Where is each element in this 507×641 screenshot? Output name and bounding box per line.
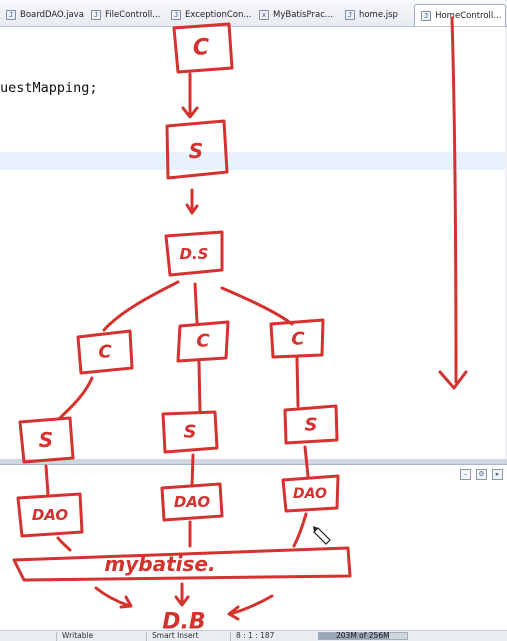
arrow-mybatis-db-right <box>227 594 274 621</box>
minimize-icon[interactable]: – <box>460 469 471 480</box>
console-panel: – ⚙ ▸ <box>0 464 507 631</box>
status-separator <box>230 632 231 641</box>
arrow-s-to-ds <box>185 188 199 215</box>
status-bar: Writable Smart Insert 8 : 1 : 187 203M o… <box>0 630 507 641</box>
controller-box-right <box>269 318 325 359</box>
panel-splitter[interactable] <box>0 459 507 464</box>
link-left-c-s <box>58 376 94 420</box>
arrow-mybatis-db-middle <box>174 582 190 607</box>
service-label-left: S <box>39 428 53 452</box>
tab-filecontroller[interactable]: J FileControll... <box>85 4 164 26</box>
status-writable: Writable <box>62 631 94 640</box>
code-line: uestMapping; <box>0 80 98 96</box>
link-middle-c-s <box>197 360 202 414</box>
top-service-label: S <box>189 139 203 163</box>
jsp-file-icon: J <box>344 10 355 20</box>
xml-file-icon: x <box>259 10 269 20</box>
tab-boarddao[interactable]: J BoardDAO.java <box>0 4 84 26</box>
arrow-mybatis-db-left <box>94 586 133 609</box>
service-label-middle: S <box>184 422 197 443</box>
settings-icon[interactable]: ⚙ <box>476 469 487 480</box>
run-icon[interactable]: ▸ <box>492 469 503 480</box>
status-insert-mode: Smart Insert <box>152 631 199 640</box>
top-controller-label: C <box>193 36 209 61</box>
top-controller-box <box>172 22 234 74</box>
tab-label: MyBatisPrac... <box>273 10 333 20</box>
mybatis-box <box>12 546 352 582</box>
branch-line-left <box>102 280 180 332</box>
java-file-icon: J <box>90 10 101 20</box>
tab-label: BoardDAO.java <box>20 10 84 20</box>
service-box-right <box>283 404 339 445</box>
tab-mybatispractice[interactable]: x MyBatisPrac... <box>253 4 338 26</box>
java-file-icon: J <box>171 10 182 20</box>
tab-homecontroller[interactable]: J HomeControll... <box>414 4 506 26</box>
current-line-highlight <box>0 152 507 170</box>
link-left-dao-mybatis <box>56 536 72 552</box>
controller-label-left: C <box>98 342 112 363</box>
heap-fill <box>319 633 389 639</box>
long-down-arrow <box>438 16 468 390</box>
link-right-c-s <box>295 356 300 408</box>
pen-cursor-icon <box>313 526 331 545</box>
branch-line-middle <box>193 282 199 324</box>
editor-tab-bar: J BoardDAO.java J FileControll... J Exce… <box>0 0 507 27</box>
mybatis-label: mybatise. <box>104 552 215 576</box>
dao-box-middle <box>160 482 224 522</box>
controller-box-middle <box>176 320 230 363</box>
annotation-strokes <box>12 16 468 621</box>
dao-label-left: DAO <box>32 506 69 524</box>
controller-box-left <box>76 329 134 375</box>
status-separator <box>146 632 147 641</box>
link-middle-s-dao <box>190 453 195 488</box>
link-right-s-dao <box>303 445 310 478</box>
java-file-icon: J <box>6 10 16 20</box>
dao-box-left <box>16 492 84 538</box>
service-box-middle <box>161 410 219 454</box>
tab-label: HomeControll... <box>435 10 502 21</box>
controller-label-right: C <box>291 329 305 350</box>
tab-home-jsp[interactable]: J home.jsp <box>339 4 413 26</box>
code-editor[interactable]: uestMapping; <box>0 27 507 459</box>
dao-label-middle: DAO <box>174 493 211 511</box>
link-right-dao-mybatis <box>292 512 308 548</box>
java-file-icon: J <box>421 10 432 21</box>
status-cursor-position: 8 : 1 : 187 <box>236 631 275 640</box>
service-box-left <box>18 416 75 464</box>
tab-label: ExceptionCon... <box>185 10 252 20</box>
heap-status-label: 203M of 256M <box>336 631 390 640</box>
link-left-s-dao <box>44 464 50 496</box>
dao-box-right <box>281 474 340 513</box>
branch-line-right <box>220 286 294 326</box>
editor-scrollbar[interactable] <box>505 27 507 459</box>
tab-label: FileControll... <box>104 10 161 20</box>
service-label-right: S <box>305 415 318 436</box>
ds-label: D.S <box>180 245 209 263</box>
status-separator <box>56 632 57 641</box>
tab-exceptioncontroller[interactable]: J ExceptionCon... <box>165 4 252 26</box>
dao-label-right: DAO <box>293 486 327 502</box>
top-service-box <box>165 119 229 180</box>
ds-box <box>164 230 224 277</box>
arrow-c-to-s <box>181 72 199 119</box>
tab-label: home.jsp <box>358 10 398 20</box>
database-label: D.B <box>162 610 205 635</box>
controller-label-middle: C <box>196 331 210 352</box>
console-toolbar: – ⚙ ▸ <box>460 469 503 480</box>
